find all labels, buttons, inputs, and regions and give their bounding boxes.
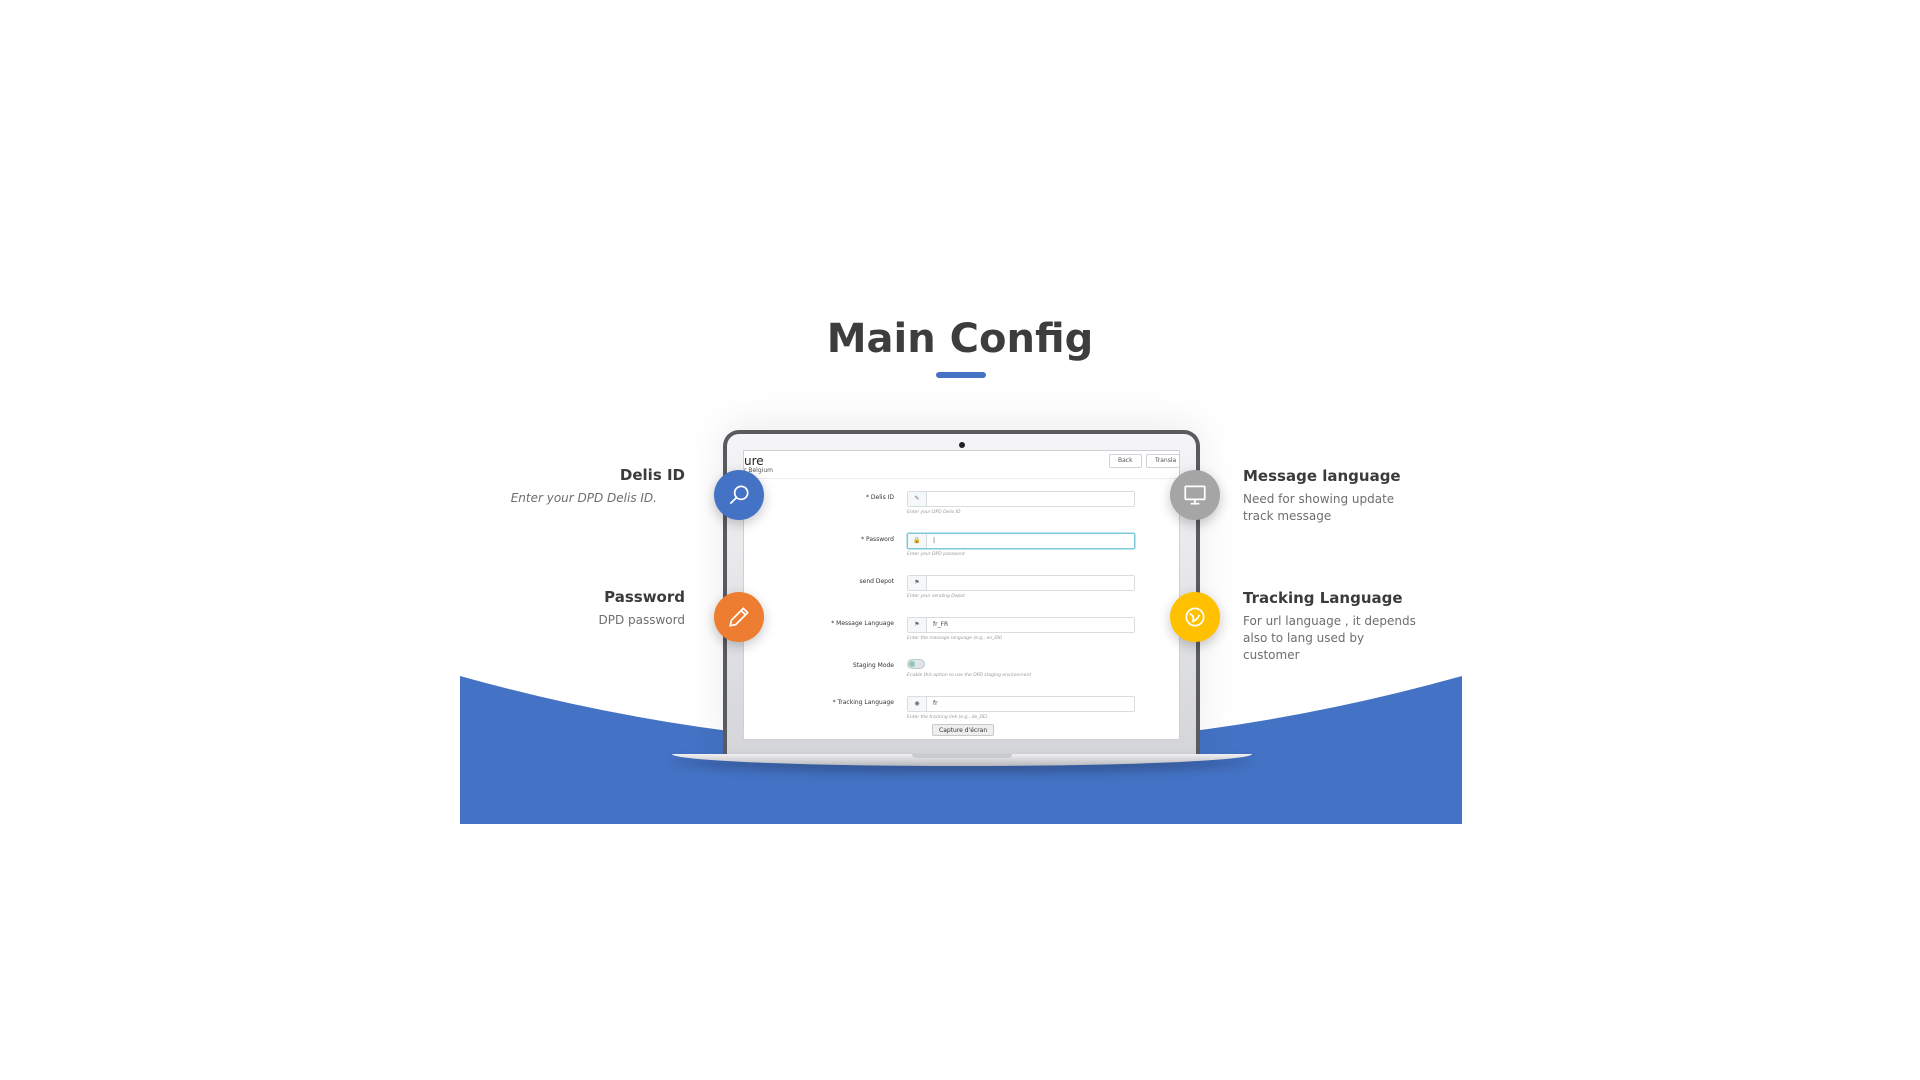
feature-title: Delis ID — [619, 466, 685, 484]
field-row-send-depot: send Depot ⚑ Enter your sending Depot — [744, 575, 1179, 609]
field-help: Enter the tracking link (e.g., de_DE) — [907, 715, 988, 720]
feature-description: Enter your DPD Delis ID. — [510, 491, 657, 505]
feature-description: Need for showing update track message — [1243, 492, 1395, 523]
feature-description: For url language , it depends also to la… — [1243, 614, 1416, 662]
feature-password: Password DPD password — [465, 588, 685, 629]
globe-icon: ◉ — [908, 697, 927, 711]
laptop-notch — [912, 754, 1012, 758]
feature-title: Message language — [1243, 467, 1401, 485]
laptop: ure r Belgium Back Transla * Delis ID ✎ … — [723, 430, 1200, 756]
config-subtitle: r Belgium — [744, 467, 773, 474]
laptop-camera — [959, 442, 965, 448]
feature-delis-id: Delis ID Enter your DPD Delis ID. — [465, 466, 685, 507]
field-help: Enter your sending Depot — [907, 594, 965, 599]
screenshot-tooltip: Capture d'écran — [932, 724, 995, 736]
globe-icon — [1170, 592, 1220, 642]
feature-tracking-language: Tracking Language For url language , it … — [1243, 589, 1423, 664]
toggle-knob — [909, 661, 915, 667]
page-title: Main Config — [826, 316, 1094, 362]
lock-icon: 🔒 — [908, 534, 927, 548]
feature-title: Password — [604, 588, 685, 606]
field-label: * Message Language — [831, 620, 894, 627]
laptop-screen: ure r Belgium Back Transla * Delis ID ✎ … — [743, 450, 1180, 740]
field-help: Enter your DPD password — [907, 552, 965, 557]
field-row-password: * Password 🔒 | Enter your DPD password — [744, 533, 1179, 567]
flag-icon: ⚑ — [908, 576, 927, 590]
field-help: Enter your DPD Delis ID — [907, 510, 961, 515]
monitor-icon — [1170, 470, 1220, 520]
key-icon: ✎ — [908, 492, 927, 506]
config-header: ure r Belgium Back Transla — [744, 451, 1179, 479]
feature-description: DPD password — [598, 613, 685, 627]
message-language-input[interactable]: ⚑ fr_FR — [907, 617, 1135, 633]
field-row-tracking-language: * Tracking Language ◉ fr Enter the track… — [744, 696, 1179, 730]
field-row-delis-id: * Delis ID ✎ Enter your DPD Delis ID — [744, 491, 1179, 525]
field-label: * Password — [861, 536, 894, 543]
pencil-icon — [714, 592, 764, 642]
search-icon — [714, 470, 764, 520]
translate-button[interactable]: Transla — [1146, 454, 1179, 468]
field-label: * Delis ID — [866, 494, 894, 501]
field-row-staging-mode: Staging Mode Enable this option to use t… — [744, 659, 1179, 693]
config-title: ure — [744, 454, 764, 468]
field-row-message-language: * Message Language ⚑ fr_FR Enter the mes… — [744, 617, 1179, 651]
flag-icon: ⚑ — [908, 618, 927, 632]
field-help: Enter the message language (e.g., en_EN) — [907, 636, 1003, 641]
field-help: Enable this option to use the DPD stagin… — [907, 673, 1032, 678]
feature-message-language: Message language Need for showing update… — [1243, 467, 1423, 525]
title-underline — [936, 372, 986, 378]
send-depot-input[interactable]: ⚑ — [907, 575, 1135, 591]
delis-id-input[interactable]: ✎ — [907, 491, 1135, 507]
tracking-language-input[interactable]: ◉ fr — [907, 696, 1135, 712]
back-button[interactable]: Back — [1109, 454, 1142, 468]
laptop-base — [672, 754, 1252, 766]
feature-title: Tracking Language — [1243, 589, 1403, 607]
field-label: * Tracking Language — [832, 699, 894, 706]
field-label: Staging Mode — [852, 662, 894, 669]
field-label: send Depot — [859, 578, 894, 585]
password-input[interactable]: 🔒 | — [907, 533, 1135, 549]
staging-mode-toggle[interactable] — [907, 659, 925, 669]
